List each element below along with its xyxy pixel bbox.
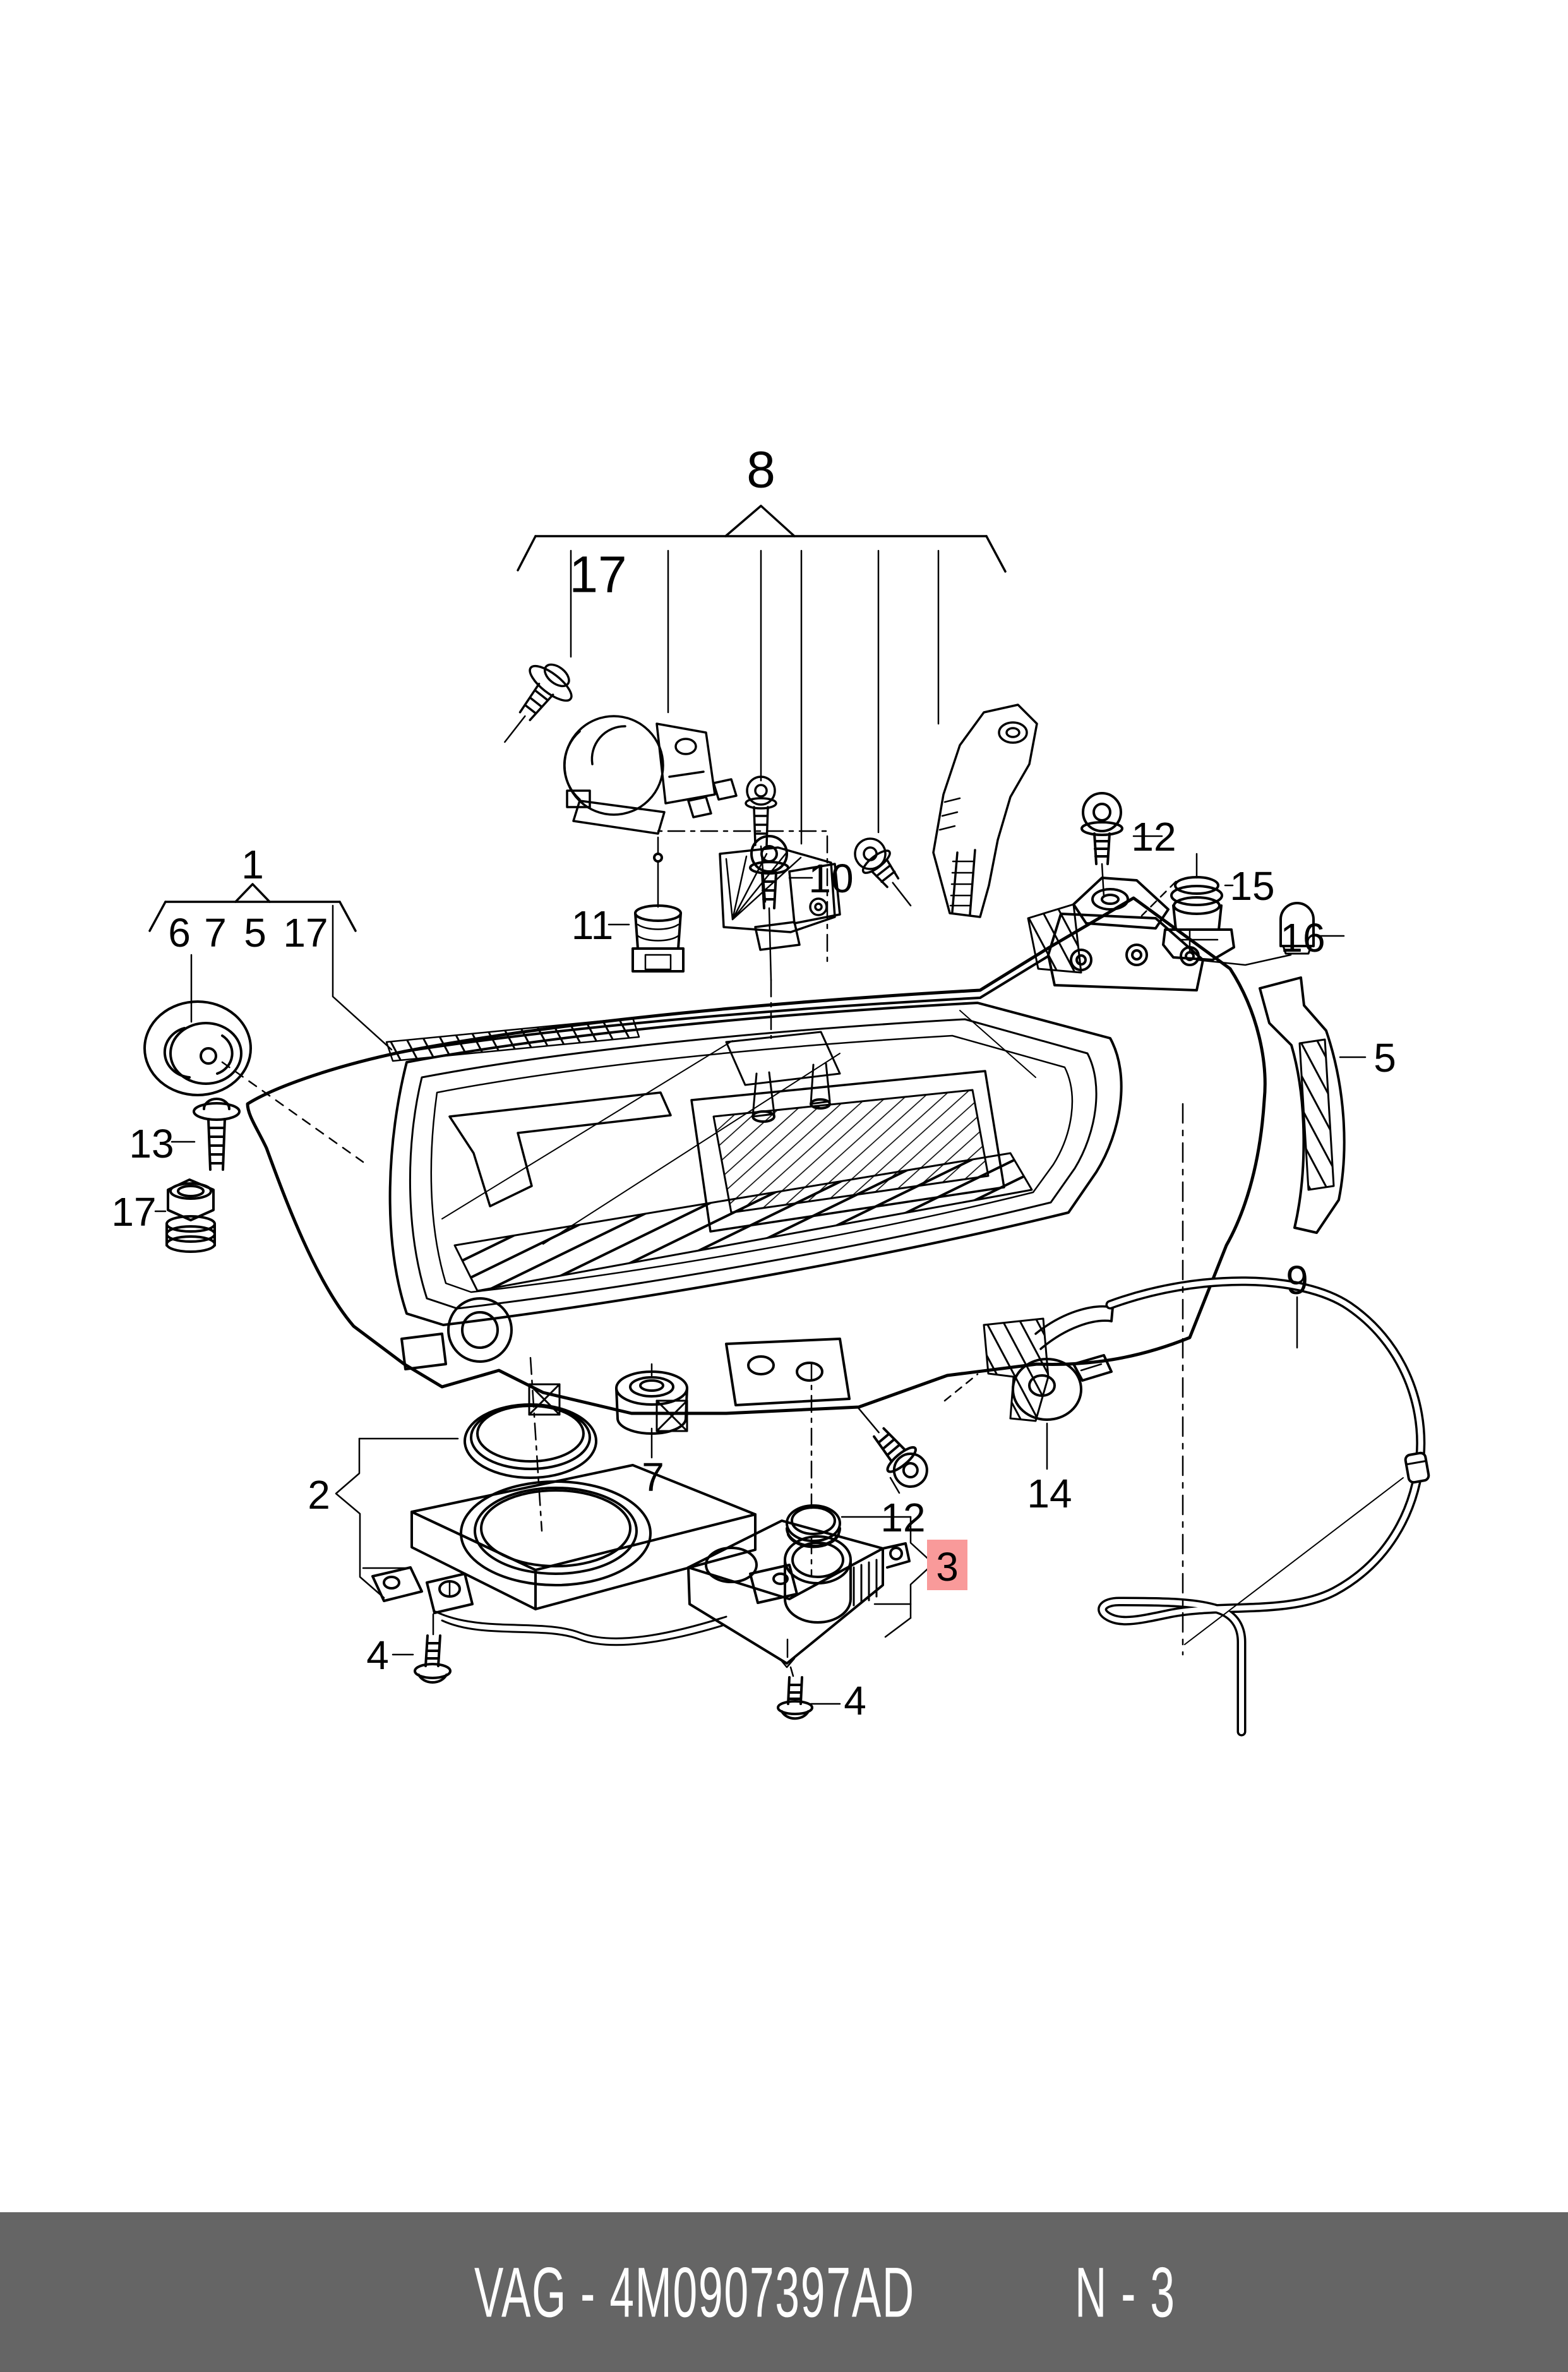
screw-item13 (171, 1098, 241, 1171)
part-label-5-upper: 5 (244, 910, 266, 955)
screw-item12-bottom (857, 1373, 979, 1494)
screw-item10 (749, 835, 813, 1039)
footer-bar: VAG - 4M0907397AD N - 3 (0, 2212, 1568, 2372)
grommet-item14 (1012, 1354, 1113, 1470)
part-label-8: 8 (746, 441, 775, 499)
part-label-2: 2 (308, 1472, 330, 1518)
headlight-housing (246, 877, 1267, 1432)
part-label-5-right: 5 (1373, 1035, 1396, 1081)
part-label-16: 16 (1280, 915, 1325, 961)
part-label-13: 13 (129, 1121, 174, 1166)
part-label-1: 1 (241, 842, 264, 887)
adjuster-item11 (607, 830, 829, 973)
part-label-9: 9 (1286, 1257, 1308, 1303)
group-1-bracket (148, 883, 393, 1051)
part-label-12-top: 12 (1131, 814, 1176, 860)
part-label-7-upper: 7 (204, 910, 227, 955)
leveling-motor (504, 663, 738, 835)
clip-nut-item15 (1140, 853, 1235, 961)
part-label-14: 14 (1027, 1471, 1072, 1516)
part-label-17-upper: 17 (283, 910, 328, 955)
bushing-item7 (615, 1363, 688, 1459)
part-label-4-left: 4 (366, 1632, 389, 1678)
bulb-item16 (1196, 902, 1345, 966)
part-label-15: 15 (1230, 863, 1274, 909)
part-label-7-lower: 7 (642, 1454, 664, 1500)
leader-lines-8 (570, 549, 940, 845)
group-8-bracket (504, 505, 1038, 951)
footer-page-ref-wrap: N - 3 (1044, 2251, 1207, 2333)
screw-item12-top (1080, 792, 1163, 898)
part-label-3: 3 (936, 1544, 959, 1590)
side-bracket-item5 (1259, 976, 1367, 1234)
footer-page-ref: N - 3 (1075, 2253, 1176, 2332)
footer-part-code: VAG - 4M0907397AD (474, 2253, 916, 2332)
led-module-item2 (335, 1357, 798, 1684)
part-label-17-top: 17 (569, 546, 626, 604)
nut-spring-item17 (154, 1178, 216, 1253)
right-bracket-arm (854, 704, 1038, 918)
part-label-10: 10 (808, 856, 853, 901)
highlight-box-3 (927, 1540, 967, 1590)
part-label-17-left: 17 (111, 1189, 156, 1235)
part-label-4-right: 4 (844, 1678, 866, 1723)
part-label-11: 11 (572, 902, 613, 948)
part-label-6: 6 (168, 910, 191, 955)
footer-part-code-wrap: VAG - 4M0907397AD (339, 2251, 1050, 2333)
cap-item6 (143, 1000, 364, 1163)
hose-item9 (1098, 1103, 1430, 1737)
part-label-12-bottom: 12 (880, 1495, 925, 1540)
mid-bracket-clip (719, 776, 841, 951)
